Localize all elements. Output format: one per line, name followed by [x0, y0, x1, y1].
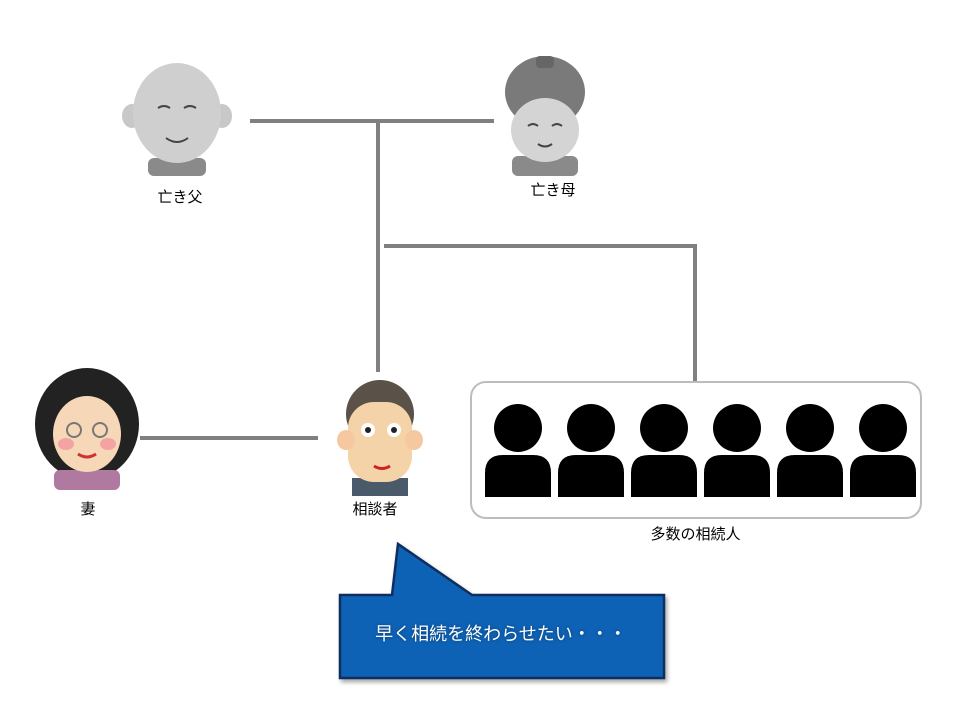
speech-bubble	[338, 541, 666, 680]
descent-line-heirs	[693, 244, 697, 382]
father-portrait-icon	[122, 63, 232, 176]
heirs-icons	[485, 404, 916, 497]
wife-portrait-icon	[35, 368, 139, 490]
heir-person-icon	[777, 404, 843, 497]
heir-person-icon	[704, 404, 770, 497]
heir-person-icon	[558, 404, 624, 497]
wife-label: 妻	[80, 500, 96, 518]
marriage-line-client	[140, 436, 318, 440]
heirs-label: 多数の相続人	[650, 525, 741, 543]
speech-bubble-text: 早く相続を終わらせたい・・・	[375, 624, 627, 645]
sibling-line	[384, 244, 697, 248]
client-portrait-icon	[337, 380, 423, 496]
heir-person-icon	[485, 404, 551, 497]
father-label: 亡き父	[157, 188, 203, 206]
descent-line-client	[376, 121, 380, 372]
marriage-line-parents	[250, 119, 494, 123]
heir-person-icon	[850, 404, 916, 497]
client-label: 相談者	[352, 500, 398, 518]
mother-label: 亡き母	[530, 181, 576, 199]
mother-portrait-icon	[505, 56, 585, 176]
heir-person-icon	[631, 404, 697, 497]
